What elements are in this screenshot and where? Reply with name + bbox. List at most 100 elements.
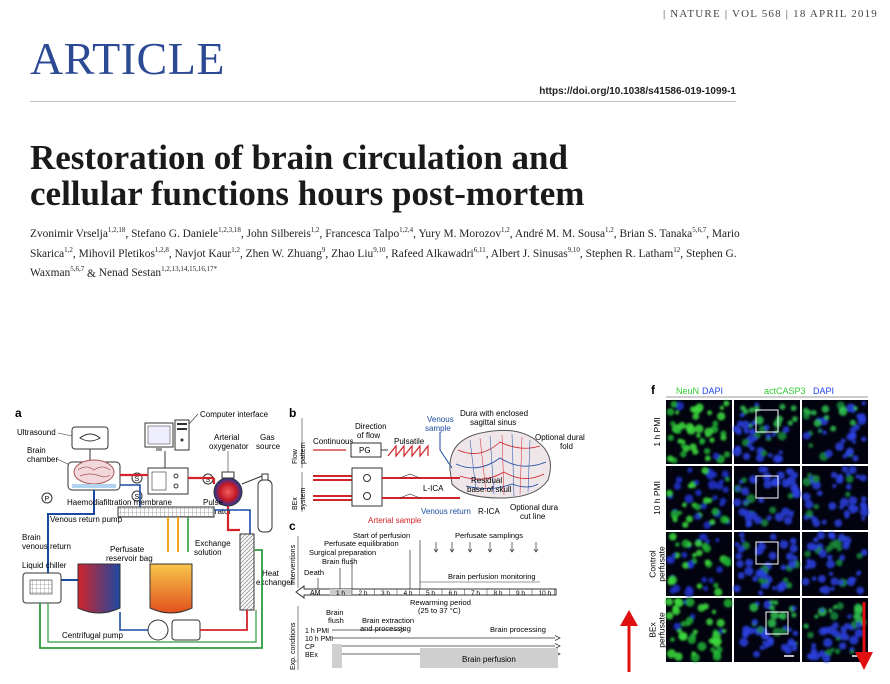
author[interactable]: Zhao Liu9,10 — [331, 245, 386, 260]
pulse-generator — [147, 467, 189, 495]
arrow-up-icon — [620, 610, 638, 672]
exchange-solution-bag — [149, 563, 193, 614]
heat-exchanger — [239, 533, 255, 611]
pulse-generator-label-1: Pulse — [203, 498, 224, 507]
brain-flush-label: Brain flush — [322, 557, 357, 566]
brain-perfusion-bar — [420, 648, 558, 668]
dura-label-1: Dura with enclosed — [460, 409, 528, 418]
micrograph-tile — [732, 400, 800, 464]
header-rule — [30, 101, 736, 102]
inset-box — [755, 409, 779, 433]
computer-interface-label: Computer interface — [200, 410, 269, 419]
timeline-tick-label: 6 h — [449, 590, 458, 597]
timeline-tick-label: 8 h — [494, 590, 503, 597]
author[interactable]: Albert J. Sinusas9,10 — [490, 245, 580, 260]
figure-1: a Ultrasound Computer interface Brain ch… — [0, 380, 890, 680]
panel-c: c Interventions Exp. conditions Start of… — [289, 519, 561, 670]
author[interactable]: John Silbereis1,2 — [246, 226, 320, 240]
haemodiafiltration-label: Haemodiafiltration membrane — [67, 498, 172, 507]
micrograph-tile — [801, 531, 868, 596]
author[interactable]: André M. M. Sousa1,2 — [514, 226, 614, 240]
flow-pattern-label-1: Flow — [292, 448, 299, 464]
author[interactable]: Stephen G. Waxman5,6,7 — [30, 247, 737, 280]
gas-source-label-2: source — [256, 442, 281, 451]
continuous-label: Continuous — [313, 437, 353, 446]
rica-label: R-ICA — [478, 507, 500, 516]
timeline-tick-label: 1 h — [336, 590, 345, 597]
micrograph-tile — [666, 466, 732, 530]
computer-icon — [144, 419, 190, 451]
exchange-solution-label-1: Exchange — [195, 539, 231, 548]
col2-dapi-label: DAPI — [813, 386, 834, 396]
death-label: Death — [304, 568, 324, 577]
author[interactable]: Stephen R. Latham12 — [585, 245, 681, 260]
author[interactable]: Francesca Talpo1,2,4 — [325, 226, 414, 240]
flow-pattern-label-2: pattern — [300, 442, 307, 464]
row-label: 10 h PMI — [652, 481, 662, 515]
residual-label-2: base of skull — [467, 485, 512, 494]
doi-link[interactable]: https://doi.org/10.1038/s41586-019-1099-… — [539, 86, 736, 97]
centrifugal-pump-label: Centrifugal pump — [62, 631, 123, 640]
direction-label-2: of flow — [357, 431, 380, 440]
condition-label: CP — [305, 644, 315, 651]
optional-cut-label-2: cut line — [520, 512, 546, 521]
author[interactable]: Navjot Kaur1,2 — [174, 245, 240, 260]
timeline-tick-label: 5 h — [426, 590, 435, 597]
author[interactable]: Mihovil Pletikos1,2,8 — [78, 245, 169, 260]
row-label: 1 h PMI — [652, 417, 662, 446]
panel-b-label: b — [289, 406, 296, 420]
author[interactable]: Nenad Sestan1,2,13,14,15,16,17* — [98, 265, 218, 280]
arterial-oxygenator-label-2: oxygenator — [209, 442, 249, 451]
panel-a: a Ultrasound Computer interface Brain ch… — [15, 406, 294, 649]
micrograph-tile — [666, 532, 732, 597]
journal-line: | NATURE | VOL 568 | 18 APRIL 2019 — [662, 8, 878, 20]
brain-perfusion-monitoring-label: Brain perfusion monitoring — [448, 572, 536, 581]
micrograph-tile — [734, 598, 800, 662]
timeline-am: AM — [310, 590, 321, 597]
direction-label-1: Direction — [355, 422, 387, 431]
col1-dapi-label: DAPI — [702, 386, 723, 396]
author[interactable]: Zvonimir Vrselja1,2,18 — [30, 226, 126, 240]
author[interactable]: Zhen W. Zhuang9 — [245, 245, 326, 260]
author[interactable]: Brian S. Tanaka5,6,7 — [619, 226, 707, 240]
timeline-tick-label: 3 h — [381, 590, 390, 597]
title-line-2: cellular functions hours post-mortem — [30, 174, 585, 213]
perfusate-equilibration-label: Perfusate equilibration — [324, 539, 399, 548]
inset-box — [755, 475, 779, 499]
section-heading: ARTICLE — [30, 33, 225, 84]
perfusate-reservoir-bag — [77, 563, 121, 614]
heat-exchanger-label-1: Heat — [262, 569, 280, 578]
condition-label: 1 h PMI — [305, 628, 329, 635]
heat-exchanger-label-2: exchanger — [256, 578, 294, 587]
micrograph-tile — [802, 598, 868, 663]
flush-bar — [332, 644, 342, 668]
author[interactable]: Rafeed Alkawadri6,11 — [391, 245, 486, 260]
dura-label-2: sagittal sinus — [470, 418, 516, 427]
author[interactable]: Yury M. Morozov1,2 — [418, 226, 510, 240]
pulsatile-label: Pulsatile — [394, 437, 425, 446]
micrograph-tile — [733, 466, 801, 530]
brain-flush-2b: flush — [328, 616, 344, 625]
pg-label: PG — [359, 446, 371, 455]
micrograph-tile — [733, 532, 801, 596]
liquid-chiller-label: Liquid chiller — [22, 561, 67, 570]
pulse-generator-box — [351, 467, 383, 507]
row-label: perfusate — [657, 612, 667, 648]
inset-box — [755, 541, 779, 565]
inset-box — [765, 611, 789, 635]
panel-f-label: f — [651, 383, 656, 397]
perfusate-reservoir-label-2: reservoir bag — [106, 554, 153, 563]
lica-label: L-ICA — [423, 484, 444, 493]
brain-processing-label: Brain processing — [490, 625, 546, 634]
svg-text:S: S — [135, 476, 140, 483]
timeline-tick-label: 10 h — [539, 590, 552, 597]
condition-label: 10 h PMI — [305, 636, 333, 643]
author[interactable]: Mario Skarica1,2 — [30, 227, 740, 260]
author[interactable]: Stefano G. Daniele1,2,3,18 — [131, 226, 241, 240]
article-title: Restoration of brain circulation and cel… — [30, 140, 730, 212]
brain-chamber-label-2: chamber — [27, 455, 58, 464]
figure-svg: a Ultrasound Computer interface Brain ch… — [15, 383, 873, 672]
